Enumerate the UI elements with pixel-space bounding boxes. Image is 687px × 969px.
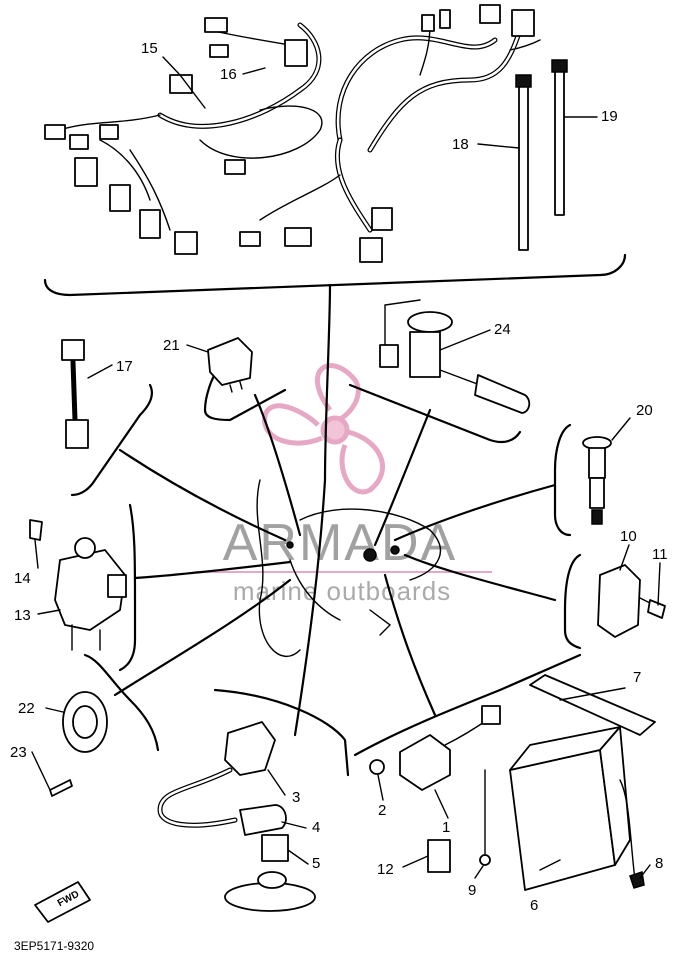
top-group-bracket: [43, 253, 627, 297]
callout-1: 1: [442, 819, 450, 836]
callout-8: 8: [655, 855, 663, 872]
part-22-horn: [49, 691, 108, 797]
watermark-brand: ARMADA: [223, 514, 457, 572]
callout-10: 10: [620, 528, 637, 545]
drawing-code: 3EP5171-9320: [14, 939, 94, 953]
callout-22: 22: [18, 700, 35, 717]
part-6-battery: [509, 674, 656, 891]
callout-21: 21: [163, 337, 180, 354]
callout-4: 4: [312, 819, 320, 836]
frame-sketch: [256, 479, 441, 657]
callout-12: 12: [377, 861, 394, 878]
part-21-relay: [207, 337, 253, 393]
wire-harness: [44, 4, 541, 263]
part-17-lead: [61, 339, 89, 449]
part-13-main-switch: [29, 519, 127, 651]
callout-17: 17: [116, 358, 133, 375]
callout-3: 3: [292, 789, 300, 806]
callout-7: 7: [633, 669, 641, 686]
propeller-icon: [262, 363, 385, 495]
leader-lines: [113, 283, 557, 737]
callout-14: 14: [14, 570, 31, 587]
callout-labels: 1 2 3 4 5 6 7 8 9 10 11 12 13 14 15 16 1…: [10, 40, 668, 914]
part-3-ignition-coil: [157, 721, 316, 912]
callout-6: 6: [530, 897, 538, 914]
callout-9: 9: [468, 882, 476, 899]
callout-15: 15: [141, 40, 158, 57]
callout-24: 24: [494, 321, 511, 338]
callout-19: 19: [601, 108, 618, 125]
part-20-fuse: [582, 436, 612, 525]
cable-tie-19: [554, 64, 565, 216]
cable-tie-18: [518, 79, 529, 251]
part-10-rectifier: [597, 564, 666, 638]
callout-leaders: [31, 56, 661, 879]
callout-13: 13: [14, 607, 31, 624]
callout-2: 2: [378, 802, 386, 819]
callout-16: 16: [220, 66, 237, 83]
callout-20: 20: [636, 402, 653, 419]
watermark-logo: ARMADA marine outboards: [195, 363, 492, 606]
group-brackets: [70, 358, 582, 777]
callout-5: 5: [312, 855, 320, 872]
callout-23: 23: [10, 744, 27, 761]
watermark-tagline: marine outboards: [233, 576, 451, 606]
part-24-fuel-unit: [379, 299, 531, 414]
fwd-arrow-icon: FWD: [34, 881, 91, 923]
part-1-cdi-unit: [369, 705, 501, 873]
callout-11: 11: [652, 546, 668, 563]
cable-ties: [515, 59, 568, 251]
callout-18: 18: [452, 136, 469, 153]
